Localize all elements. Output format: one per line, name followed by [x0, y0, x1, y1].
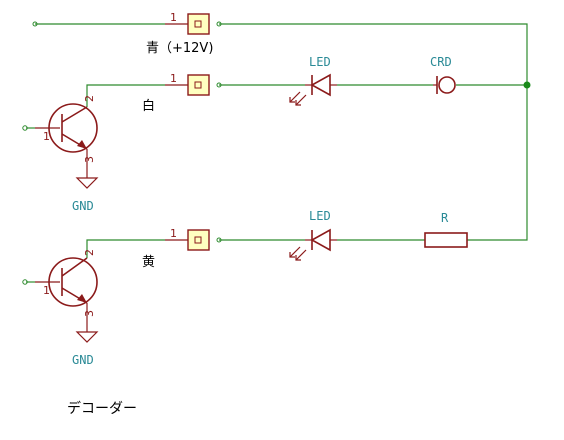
led-triangle — [310, 73, 331, 97]
connector-blue: 1 青（+12V) — [146, 11, 213, 56]
emitter-pin-number: 3 — [83, 156, 96, 163]
led-top-label: LED — [309, 55, 331, 69]
net-label-blue: 青（+12V) — [146, 41, 213, 56]
transistor-collector — [61, 257, 88, 277]
endpoint-conn2 — [216, 82, 222, 88]
resistor: R — [424, 211, 468, 248]
transistor-q1: 1 2 3 GND — [35, 95, 99, 213]
resistor-body — [424, 232, 468, 248]
junction-dot — [523, 81, 531, 89]
net-label-yellow: 黄 — [142, 255, 155, 270]
transistor-collector — [61, 106, 88, 123]
crd-diode: CRD — [430, 55, 456, 94]
emitter-arrow — [77, 140, 87, 149]
led-top: LED — [289, 55, 337, 106]
ground-label: GND — [72, 353, 94, 367]
crd-label: CRD — [430, 55, 452, 69]
connector-pin-number: 1 — [170, 11, 177, 24]
wire-right-bus — [219, 23, 528, 241]
ground-symbol — [75, 177, 99, 189]
note-decoder: デコーダー — [67, 400, 137, 417]
wire-endpoints — [22, 21, 222, 285]
led-bottom: LED — [289, 209, 337, 261]
transistor-q2: 1 2 3 GND — [35, 249, 99, 367]
resistor-label: R — [441, 211, 449, 225]
crd-circle — [438, 76, 456, 94]
endpoint-left-top — [32, 21, 38, 27]
endpoint-conn1 — [216, 21, 222, 27]
base-pin-number: 1 — [43, 130, 50, 143]
base-pin-number: 1 — [43, 284, 50, 297]
wire-in-white — [86, 84, 165, 107]
led-bottom-label: LED — [309, 209, 331, 223]
endpoint-base-q2 — [22, 279, 28, 285]
connector-yellow: 1 黄 — [142, 227, 210, 270]
collector-pin-number: 2 — [83, 249, 96, 256]
ground-symbol — [75, 331, 99, 343]
led-light-arrows — [289, 91, 307, 106]
connector-pin-number: 1 — [170, 72, 177, 85]
endpoint-base-q1 — [22, 125, 28, 131]
led-light-arrows — [289, 246, 307, 261]
connector-white: 1 白 — [142, 72, 210, 114]
collector-pin-number: 2 — [83, 95, 96, 102]
wire-in-yellow — [86, 239, 165, 258]
endpoint-conn3 — [216, 237, 222, 243]
emitter-pin-number: 3 — [83, 310, 96, 317]
wires — [26, 23, 528, 283]
led-triangle — [310, 228, 331, 252]
connector-pin-number: 1 — [170, 227, 177, 240]
emitter-arrow — [77, 294, 87, 303]
net-label-white: 白 — [142, 98, 155, 114]
ground-label: GND — [72, 199, 94, 213]
